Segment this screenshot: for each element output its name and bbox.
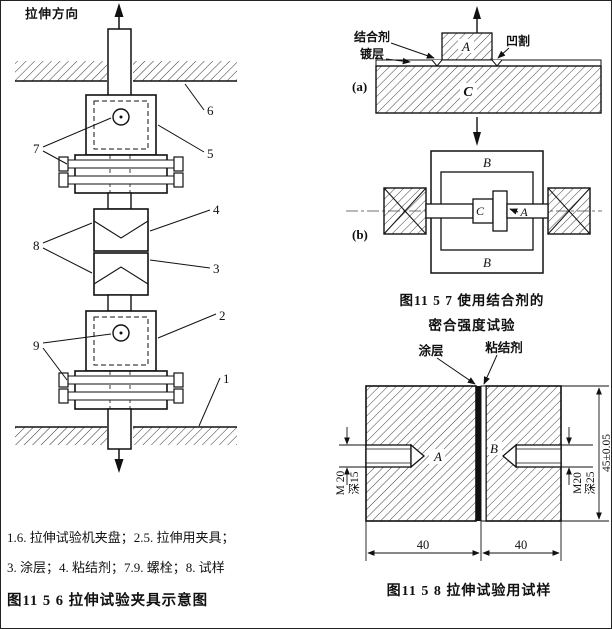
height-dimension	[561, 385, 609, 522]
height-dim: 45±0.05	[601, 434, 612, 472]
lower-connector-rod	[107, 294, 132, 312]
bond-agent-label: 结合剂	[354, 29, 390, 44]
fig-adhesion-caption-line1: 图11 5 7 使用结合剂的	[400, 292, 545, 308]
left-grip	[383, 187, 427, 235]
left-thread-dimension	[339, 427, 366, 485]
callout-5: 5	[207, 146, 214, 161]
adhesion-test-diagram: A C 结合剂 镀层 凹割 (a) B B	[346, 6, 602, 333]
sub-b-label: (b)	[352, 227, 368, 242]
callout-1: 1	[223, 371, 230, 386]
base-block-c	[375, 65, 602, 114]
threaded-hole-right	[501, 443, 562, 469]
coating-label: 涂层	[418, 343, 444, 358]
undercut-label: 凹割	[506, 33, 530, 48]
undercut-leader	[497, 47, 510, 59]
block-a-label: A	[461, 39, 470, 54]
callout-8: 8	[33, 238, 40, 253]
coating-strip	[476, 386, 481, 521]
direction-label: 拉伸方向	[25, 6, 79, 21]
callout-2: 2	[219, 308, 226, 323]
adhesive-leader	[483, 354, 498, 385]
upper-pull-rod	[107, 28, 132, 98]
upper-grip-block	[85, 94, 157, 156]
callout-4: 4	[213, 202, 220, 217]
block-c-label: C	[463, 85, 473, 100]
depth-left-dim: 深15	[347, 471, 361, 494]
lower-grip-block	[85, 310, 157, 372]
threaded-hole-left	[365, 443, 426, 469]
tensile-specimen-diagram: 涂层 粘结剂 A B	[335, 341, 612, 599]
thread-right-dim: M20	[572, 472, 584, 494]
plating-label: 镀层	[360, 46, 384, 61]
label-bg	[488, 441, 502, 455]
thread-left-dim: M 20	[335, 470, 347, 495]
width-dimensions	[365, 521, 562, 561]
tensile-fixture-diagram: 拉伸方向	[15, 3, 237, 473]
lower-support-hatching	[15, 426, 237, 445]
upper-support-hatching	[15, 61, 237, 82]
sub-a-label: (a)	[352, 79, 367, 94]
subfigure-a: A C 结合剂 镀层 凹割 (a)	[352, 6, 602, 114]
up-arrow	[473, 6, 481, 33]
specimen-assembly	[93, 208, 149, 296]
legend-line-2: 3. 涂层；4. 粘结剂；7.9. 螺栓；8. 试样	[7, 560, 225, 575]
adhesive-label: 粘结剂	[485, 341, 523, 355]
rod-a-leader	[509, 208, 519, 215]
callout-9: 9	[33, 338, 40, 353]
specimen-b-label: B	[490, 441, 498, 456]
fixture-legend: 1.6. 拉伸试验机夹盘；2.5. 拉伸用夹具； 3. 涂层；4. 粘结剂；7.…	[7, 523, 337, 610]
fig-adhesion-caption-line2: 密合强度试验	[428, 317, 516, 333]
frame-b-bottom-label: B	[483, 255, 491, 270]
right-thread-dimension	[561, 427, 593, 485]
label-bg	[429, 449, 445, 464]
width-right-dim: 40	[515, 538, 528, 552]
coating-leader	[436, 357, 476, 385]
depth-right-dim: 深25	[583, 471, 597, 494]
callout-leader-lines	[42, 83, 221, 427]
plating-layer	[375, 59, 602, 67]
down-arrow	[473, 117, 481, 146]
rod-a-label: A	[519, 205, 528, 219]
specimen-a-label: A	[433, 449, 442, 464]
lower-bolted-coupling	[58, 370, 184, 410]
callout-6: 6	[207, 103, 214, 118]
upper-bolted-coupling	[58, 154, 184, 194]
rod-c-label: C	[476, 204, 485, 218]
lower-pull-rod	[107, 408, 132, 450]
width-left-dim: 40	[417, 538, 430, 552]
pull-direction-arrow-down	[114, 449, 124, 473]
subfigure-b: B B C A (b)	[346, 150, 602, 274]
label-bg	[460, 83, 477, 98]
right-grip	[547, 187, 591, 235]
upper-connector-rod	[107, 192, 132, 210]
fig-specimen-caption: 图11 5 8 拉伸试验用试样	[387, 582, 552, 599]
legend-line-1: 1.6. 拉伸试验机夹盘；2.5. 拉伸用夹具；	[7, 530, 235, 545]
bond-agent-leader	[390, 42, 435, 59]
frame-b-top-label: B	[483, 155, 491, 170]
callout-7: 7	[33, 141, 40, 156]
adhesive-strip	[480, 385, 487, 522]
fixture-caption: 图11 5 6 拉伸试验夹具示意图	[7, 593, 209, 609]
label-bg	[458, 39, 474, 53]
callout-3: 3	[213, 261, 220, 276]
plating-leader	[385, 57, 411, 65]
